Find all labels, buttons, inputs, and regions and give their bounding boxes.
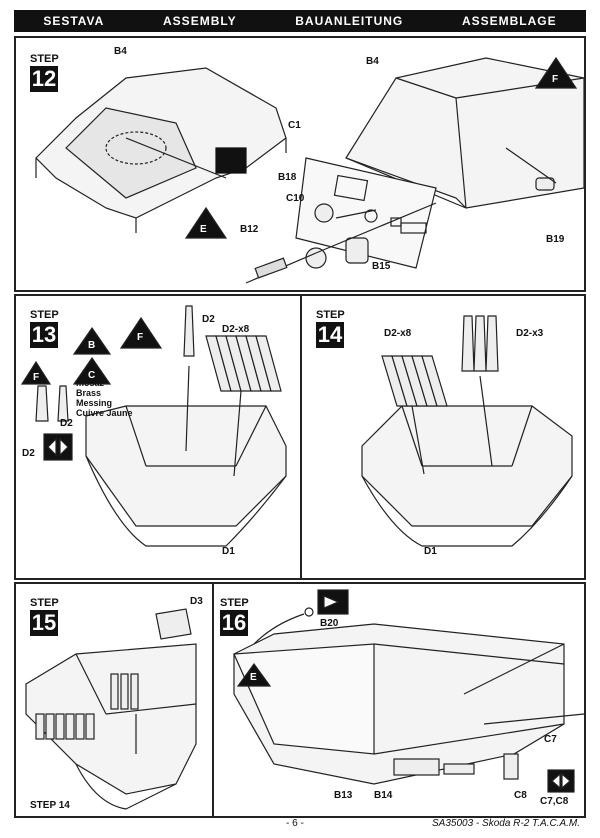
step-14-drawing bbox=[361, 315, 573, 547]
marker-e: E bbox=[250, 672, 257, 683]
part-label-c1: C1 bbox=[288, 120, 301, 131]
marker-b: B bbox=[88, 340, 96, 351]
step-16-drawing bbox=[233, 589, 584, 793]
part-label-d2-left: D2 bbox=[22, 448, 35, 459]
material-line4: Cuivre Jaune bbox=[76, 408, 133, 418]
marker-f: F bbox=[552, 74, 559, 85]
part-label-b13: B13 bbox=[334, 790, 353, 801]
step-number: 14 bbox=[316, 322, 344, 348]
part-label-d2-x8: D2-x8 bbox=[222, 324, 250, 335]
part-label-d3: D3 bbox=[190, 596, 203, 607]
header-french: ASSEMBLAGE bbox=[461, 14, 557, 28]
part-label-d2-under: D2 bbox=[60, 418, 73, 429]
header-czech: SESTAVA bbox=[43, 14, 105, 28]
step-15-panel: STEP 15 D3 STEP 14 bbox=[14, 582, 214, 818]
part-label-b20: B20 bbox=[320, 618, 339, 629]
step-16-panel: STEP 16 B20 C7 B13 B14 C8 C7,C8 E bbox=[212, 582, 586, 818]
header-english: ASSEMBLY bbox=[163, 14, 237, 28]
part-label-c7: C7 bbox=[544, 734, 557, 745]
marker-c: C bbox=[88, 370, 96, 381]
step-12-panel: STEP 12 B4 B4 C1 B18 C10 B12 B15 B19 E F bbox=[14, 36, 586, 292]
part-label-c8: C8 bbox=[514, 790, 527, 801]
step-number: 13 bbox=[30, 322, 58, 348]
kit-code: SA35003 - Skoda R-2 T.A.C.A.M. bbox=[432, 818, 581, 829]
part-label-b18: B18 bbox=[278, 172, 297, 183]
part-label-b4-right: B4 bbox=[366, 56, 379, 67]
step-label: STEP bbox=[30, 53, 59, 65]
page-number: - 6 - bbox=[286, 818, 304, 829]
part-label-d2-x8: D2-x8 bbox=[384, 328, 412, 339]
part-label-b14: B14 bbox=[374, 790, 393, 801]
step-label: STEP bbox=[316, 309, 345, 321]
part-label-c10: C10 bbox=[286, 193, 305, 204]
part-label-b4-left: B4 bbox=[114, 46, 127, 57]
step-number: 15 bbox=[30, 610, 58, 636]
part-label-d2: D2 bbox=[202, 314, 215, 325]
material-line1: mosaz bbox=[76, 378, 105, 388]
part-label-d1: D1 bbox=[424, 546, 437, 557]
step-label: STEP bbox=[220, 597, 249, 609]
material-line2: Brass bbox=[76, 388, 102, 398]
part-label-c7-c8: C7,C8 bbox=[540, 796, 569, 807]
step-13-drawing bbox=[20, 305, 287, 547]
part-label-d2-x3: D2-x3 bbox=[516, 328, 544, 339]
part-label-b12: B12 bbox=[240, 224, 259, 235]
marker-e: E bbox=[200, 224, 207, 235]
header-german: BAUANLEITUNG bbox=[295, 14, 404, 28]
step-label: STEP bbox=[30, 597, 59, 609]
step-13-panel: STEP 13 D2 D2-x8 D2 D2 D1 mosaz Brass Me… bbox=[14, 294, 302, 580]
part-label-b15: B15 bbox=[372, 261, 391, 272]
header-bar: SESTAVA ASSEMBLY BAUANLEITUNG ASSEMBLAGE bbox=[14, 10, 586, 32]
step-label: STEP bbox=[30, 309, 59, 321]
part-label-b19: B19 bbox=[546, 234, 565, 245]
marker-f-left: F bbox=[33, 372, 40, 383]
reference-step-14: STEP 14 bbox=[30, 800, 70, 811]
step-12-drawing bbox=[35, 56, 584, 284]
step-number: 12 bbox=[30, 66, 58, 92]
material-line3: Messing bbox=[76, 398, 113, 408]
part-label-d1: D1 bbox=[222, 546, 235, 557]
marker-f-top: F bbox=[137, 332, 144, 343]
step-14-panel: STEP 14 D2-x8 D2-x3 D1 bbox=[300, 294, 586, 580]
step-number: 16 bbox=[220, 610, 248, 636]
step-15-drawing bbox=[25, 608, 197, 810]
